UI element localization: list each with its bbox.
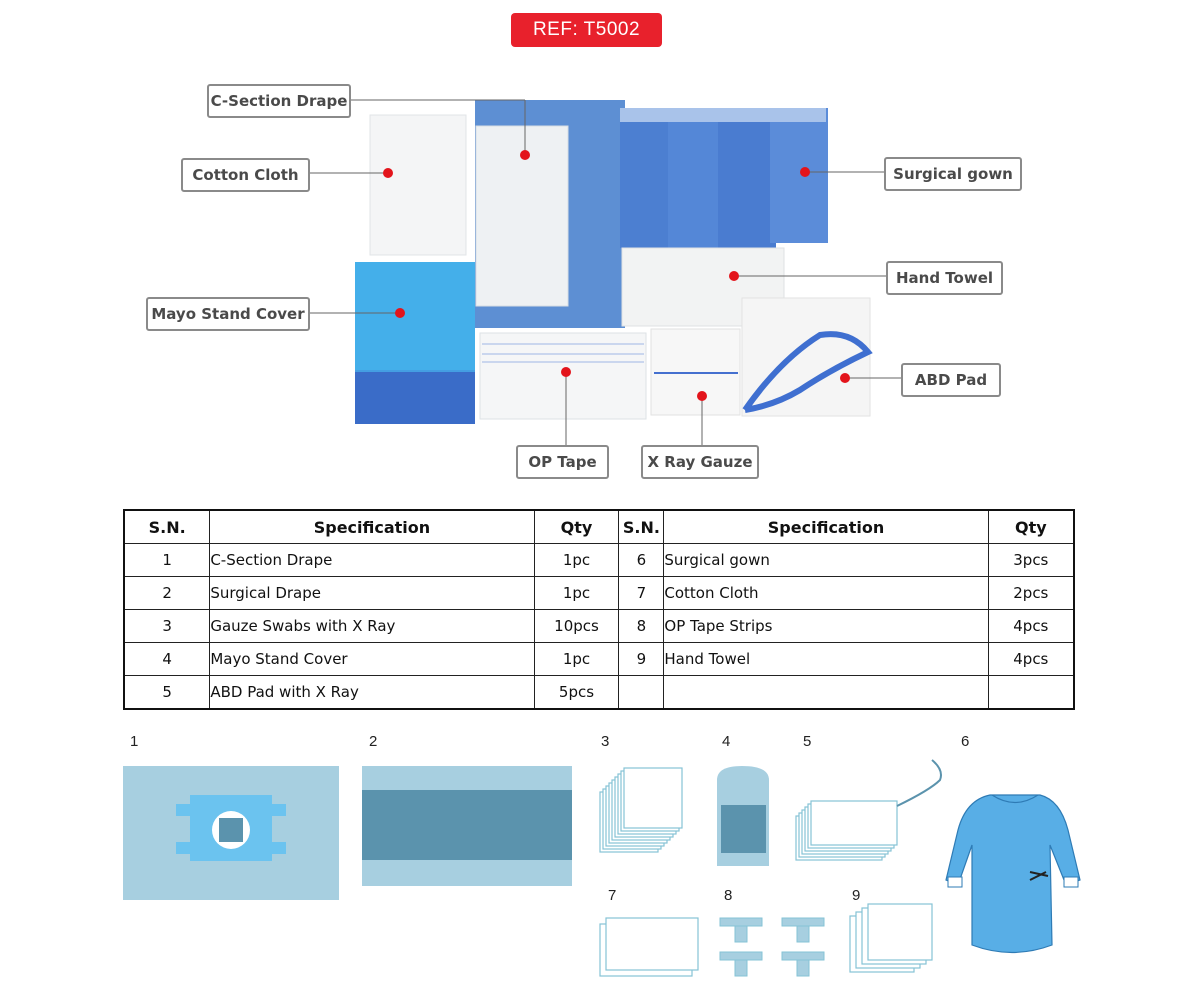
header-sn: S.N.: [618, 509, 665, 544]
table-row: 5 ABD Pad with X Ray 5pcs: [123, 675, 1075, 710]
diagram-cotton-cloth: [599, 917, 699, 977]
cell-qty: [987, 675, 1075, 710]
diagram-number-4: 4: [722, 733, 731, 750]
diagram-number-1: 1: [130, 733, 139, 750]
cell-qty: 4pcs: [987, 609, 1075, 643]
callout-op-tape: OP Tape: [516, 445, 609, 479]
diagram-number-9: 9: [852, 887, 861, 904]
specification-table: S.N. Specification Qty S.N. Specificatio…: [123, 509, 1075, 710]
cell-spec: C-Section Drape: [209, 543, 535, 577]
table-header-row: S.N. Specification Qty S.N. Specificatio…: [123, 509, 1075, 544]
cell-sn: 9: [618, 642, 665, 676]
cell-qty: 5pcs: [533, 675, 620, 710]
callout-abd-pad: ABD Pad: [901, 363, 1001, 397]
cell-spec: Surgical gown: [663, 543, 989, 577]
cell-spec: Surgical Drape: [209, 576, 535, 610]
table-row: 1 C-Section Drape 1pc 6 Surgical gown 3p…: [123, 543, 1075, 577]
diagram-mayo-stand-cover: [717, 766, 769, 866]
diagram-number-8: 8: [724, 887, 733, 904]
header-specification: Specification: [209, 509, 535, 544]
diagram-number-5: 5: [803, 733, 812, 750]
marker-dots: [383, 150, 850, 401]
surgical-gowns-item: [620, 108, 828, 248]
diagram-op-tape-strips: [719, 917, 825, 977]
callout-surgical-gown: Surgical gown: [884, 157, 1022, 191]
cell-sn: 4: [123, 642, 211, 676]
cell-spec: [663, 675, 989, 710]
mayo-stand-cover-item: [355, 262, 475, 424]
cell-spec: Gauze Swabs with X Ray: [209, 609, 535, 643]
diagram-hand-towels: [849, 903, 933, 973]
cell-qty: 1pc: [533, 642, 620, 676]
cell-sn: 5: [123, 675, 211, 710]
callout-c-section-drape: C-Section Drape: [207, 84, 351, 118]
diagram-number-2: 2: [369, 733, 378, 750]
diagram-c-section-drape: [123, 766, 339, 900]
cell-qty: 2pcs: [987, 576, 1075, 610]
abd-pad-item: [741, 297, 871, 417]
callout-hand-towel: Hand Towel: [886, 261, 1003, 295]
callout-x-ray-gauze: X Ray Gauze: [641, 445, 759, 479]
product-photo: [308, 99, 902, 446]
diagram-abd-pads: [795, 759, 942, 861]
diagram-gauze-swabs: [599, 767, 683, 853]
ref-badge: REF: T5002: [511, 13, 662, 47]
header-specification: Specification: [663, 509, 989, 544]
callout-cotton-cloth: Cotton Cloth: [181, 158, 310, 192]
header-qty: Qty: [987, 509, 1075, 544]
diagram-surgical-drape: [362, 766, 572, 886]
diagram-surgical-gown: [945, 794, 1081, 954]
diagram-number-6: 6: [961, 733, 970, 750]
cell-sn: 3: [123, 609, 211, 643]
cell-qty: 4pcs: [987, 642, 1075, 676]
cell-spec: Hand Towel: [663, 642, 989, 676]
leader-lines: [308, 99, 902, 446]
cell-sn: 2: [123, 576, 211, 610]
cell-spec: OP Tape Strips: [663, 609, 989, 643]
cotton-cloth-item: [369, 114, 467, 256]
cell-qty: 1pc: [533, 543, 620, 577]
cell-spec: ABD Pad with X Ray: [209, 675, 535, 710]
callout-mayo-stand-cover: Mayo Stand Cover: [146, 297, 310, 331]
diagram-number-7: 7: [608, 887, 617, 904]
diagram-number-3: 3: [601, 733, 610, 750]
cell-spec: Mayo Stand Cover: [209, 642, 535, 676]
cell-sn: 1: [123, 543, 211, 577]
table-row: 4 Mayo Stand Cover 1pc 9 Hand Towel 4pcs: [123, 642, 1075, 676]
